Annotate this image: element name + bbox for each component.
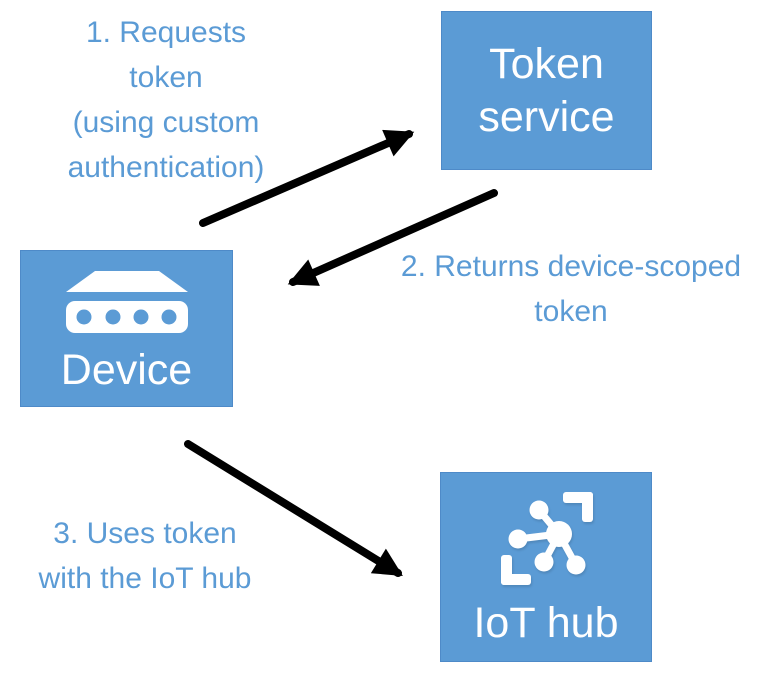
token-service-label-line2: service [478,92,615,141]
node-device: Device [20,250,233,407]
node-iot-hub: IoT hub [440,472,652,662]
annotation-step1-line: (using custom [72,106,260,139]
annotation-step2-line: token [534,295,608,328]
annotation-step1-line: authentication) [67,151,265,184]
annotation-step2-line: 2. Returns device-scoped [400,250,742,283]
annotation-step3: 3. Uses token with the IoT hub [14,511,276,601]
node-token-service: Token service [441,11,652,170]
token-service-label-line1: Token [489,39,604,88]
iot-hub-icon [501,491,593,585]
annotation-step3-line: 3. Uses token [53,517,237,550]
annotation-step1: 1. Requests token (using custom authenti… [16,10,316,190]
annotation-step2: 2. Returns device-scoped token [371,244,771,334]
device-label: Device [60,345,193,394]
iot-hub-label: IoT hub [473,598,619,647]
annotation-step3-line: with the IoT hub [38,562,252,595]
annotation-step1-line: 1. Requests [85,16,247,49]
annotation-step1-line: token [129,61,203,94]
device-icon [65,270,188,333]
